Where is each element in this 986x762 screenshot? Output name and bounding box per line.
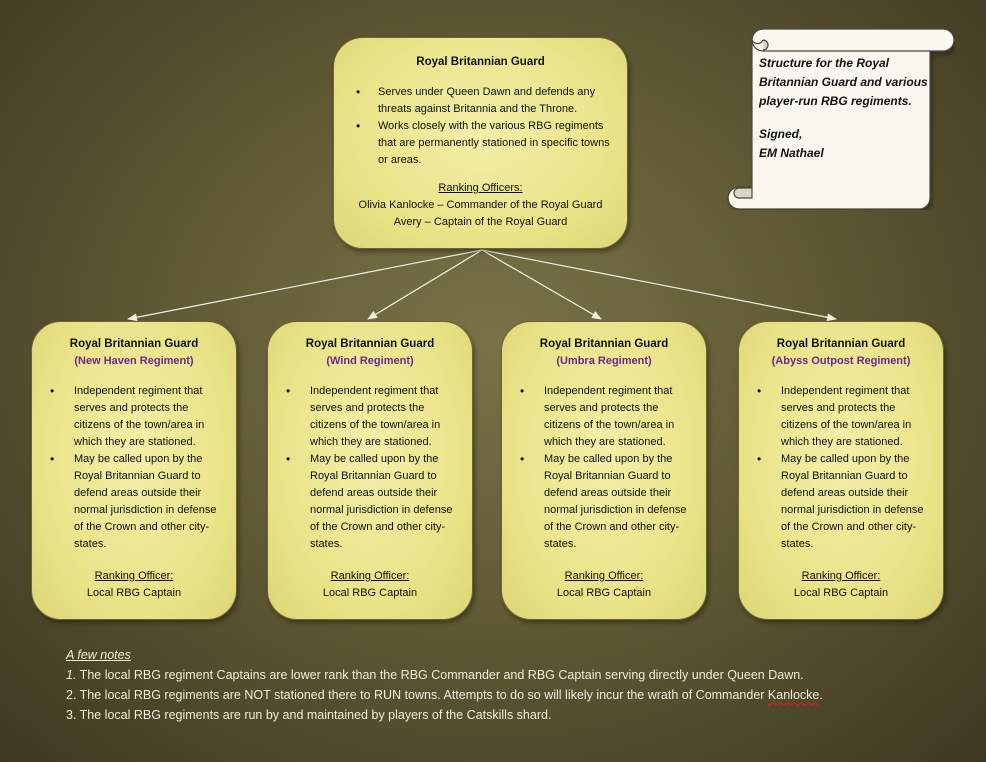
regiment-ranking: Ranking Officer: Local RBG Captain	[42, 568, 226, 602]
regiment-ranking: Ranking Officer: Local RBG Captain	[512, 568, 696, 602]
regiment-box-new-haven: Royal Britannian Guard (New Haven Regime…	[31, 321, 237, 620]
regiment-title: Royal Britannian Guard	[776, 338, 906, 350]
regiment-bullets: Independent regiment that serves and pro…	[42, 383, 226, 553]
royal-guard-title: Royal Britannian Guard	[416, 56, 545, 68]
regiment-ranking: Ranking Officer: Local RBG Captain	[749, 568, 933, 602]
regiment-subtitle: (Abyss Outpost Regiment)	[771, 355, 911, 367]
note-1-number: 1.	[66, 668, 77, 682]
scroll-signed: Signed,	[759, 127, 803, 141]
note-2-name: Kanlocke	[767, 688, 820, 702]
note-2: 2. The local RBG regiments are NOT stati…	[66, 685, 946, 705]
arrow-to-new-haven	[127, 249, 483, 322]
regiment-title: Royal Britannian Guard	[69, 338, 199, 350]
officer-commander: Olivia Kanlocke – Commander of the Royal…	[358, 199, 603, 211]
scroll-note-text: Structure for the Royal Britannian Guard…	[759, 56, 928, 108]
regiment-officer: Local RBG Captain	[556, 587, 652, 599]
regiment-subtitle: (Wind Regiment)	[326, 355, 414, 367]
regiment-title: Royal Britannian Guard	[539, 338, 669, 350]
arrow-to-wind	[367, 249, 483, 320]
regiment-title: Royal Britannian Guard	[305, 338, 435, 350]
regiment-box-wind: Royal Britannian Guard (Wind Regiment) I…	[267, 321, 473, 620]
regiment-box-umbra: Royal Britannian Guard (Umbra Regiment) …	[501, 321, 707, 620]
note-1: 1. The local RBG regiment Captains are l…	[66, 665, 946, 685]
regiment-ranking-heading: Ranking Officer:	[94, 570, 174, 582]
regiment-box-abyss-outpost: Royal Britannian Guard (Abyss Outpost Re…	[738, 321, 944, 620]
regiment-bullet: May be called upon by the Royal Britanni…	[50, 451, 226, 553]
regiment-bullet: Independent regiment that serves and pro…	[520, 383, 696, 451]
scroll-signer: EM Nathael	[759, 146, 824, 160]
regiment-ranking-heading: Ranking Officer:	[564, 570, 644, 582]
royal-guard-bullet: Works closely with the various RBG regim…	[356, 118, 611, 169]
regiment-officer: Local RBG Captain	[793, 587, 889, 599]
note-1-text: The local RBG regiment Captains are lowe…	[76, 668, 804, 682]
note-2-text: 2. The local RBG regiments are NOT stati…	[66, 688, 768, 702]
scroll-shape	[727, 28, 955, 210]
regiment-bullet: Independent regiment that serves and pro…	[286, 383, 462, 451]
regiment-subtitle: (Umbra Regiment)	[556, 355, 652, 367]
regiment-officer: Local RBG Captain	[322, 587, 418, 599]
royal-guard-bullet: Serves under Queen Dawn and defends any …	[356, 84, 611, 118]
ranking-officers: Ranking Officers: Olivia Kanlocke – Comm…	[350, 180, 611, 231]
ranking-officers-heading: Ranking Officers:	[438, 182, 523, 194]
regiment-ranking: Ranking Officer: Local RBG Captain	[278, 568, 462, 602]
regiment-bullets: Independent regiment that serves and pro…	[278, 383, 462, 553]
regiment-bullet: Independent regiment that serves and pro…	[50, 383, 226, 451]
regiment-officer: Local RBG Captain	[86, 587, 182, 599]
note-2-end: .	[819, 688, 823, 702]
scroll-note: Structure for the Royal Britannian Guard…	[759, 54, 929, 163]
regiment-bullets: Independent regiment that serves and pro…	[749, 383, 933, 553]
arrow-to-umbra	[481, 249, 602, 320]
officer-captain: Avery – Captain of the Royal Guard	[393, 216, 568, 228]
arrow-to-abyss	[481, 249, 837, 322]
note-3: 3. The local RBG regiments are run by an…	[66, 708, 552, 722]
regiment-subtitle: (New Haven Regiment)	[74, 355, 194, 367]
regiment-bullet: May be called upon by the Royal Britanni…	[520, 451, 696, 553]
royal-guard-bullets: Serves under Queen Dawn and defends any …	[350, 84, 611, 169]
regiment-bullets: Independent regiment that serves and pro…	[512, 383, 696, 553]
notes-heading: A few notes	[66, 648, 131, 662]
royal-guard-box: Royal Britannian Guard Serves under Quee…	[333, 37, 628, 249]
regiment-bullet: May be called upon by the Royal Britanni…	[757, 451, 933, 553]
notes-section: A few notes 1. The local RBG regiment Ca…	[66, 645, 946, 725]
regiment-bullet: Independent regiment that serves and pro…	[757, 383, 933, 451]
regiment-bullet: May be called upon by the Royal Britanni…	[286, 451, 462, 553]
regiment-ranking-heading: Ranking Officer:	[330, 570, 410, 582]
regiment-ranking-heading: Ranking Officer:	[801, 570, 881, 582]
